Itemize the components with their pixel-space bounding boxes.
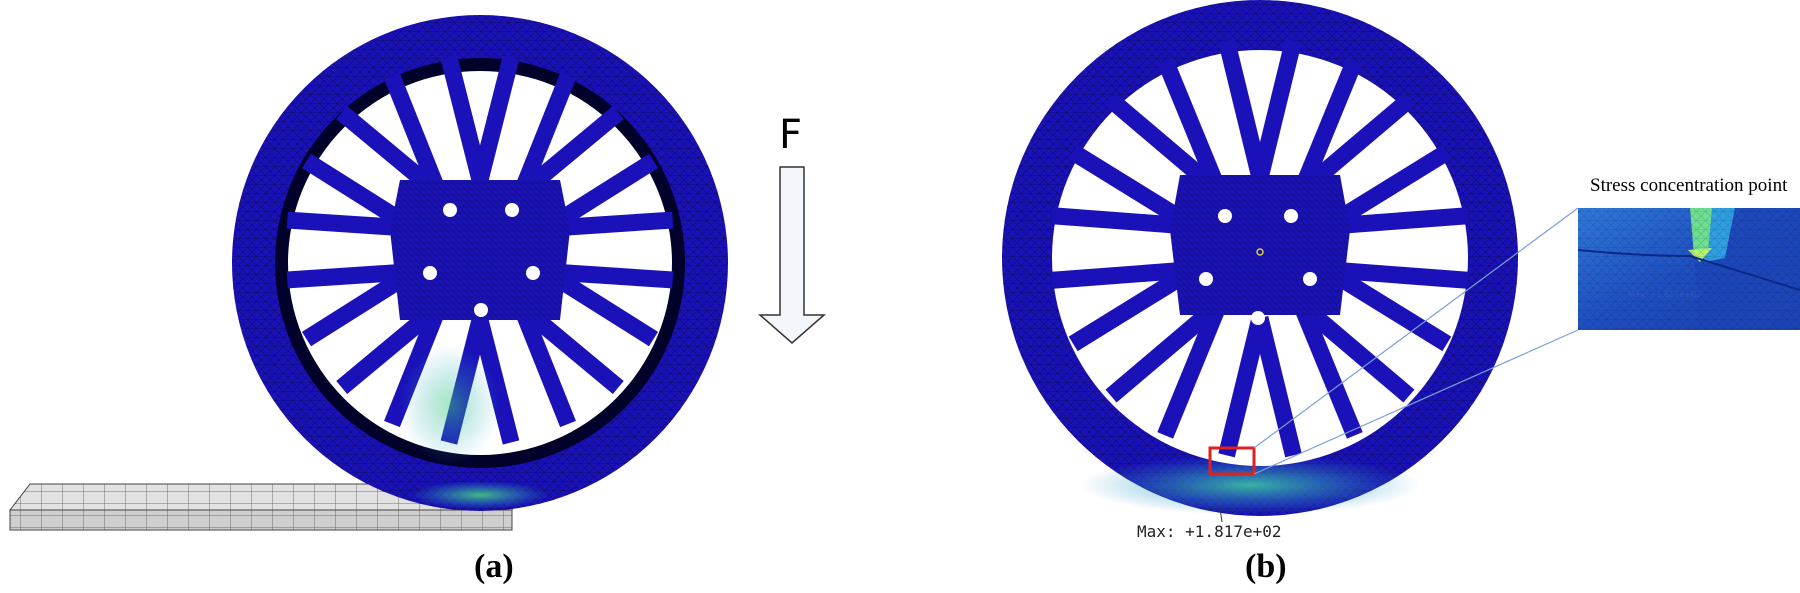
hub-a xyxy=(390,180,570,465)
inset-max-text: Max: +1.817e+02 xyxy=(1628,290,1702,299)
spoke xyxy=(336,300,445,395)
spoke xyxy=(513,72,576,197)
spoke xyxy=(471,55,520,183)
panel-b-label: (b) xyxy=(1245,548,1287,585)
spoke xyxy=(1051,261,1195,289)
max-pointer xyxy=(1219,507,1223,523)
spoke xyxy=(1322,262,1452,352)
spoke xyxy=(286,263,414,289)
spoke xyxy=(513,303,576,428)
down-arrow-icon xyxy=(758,166,826,344)
spoke xyxy=(1325,261,1469,289)
panel-b xyxy=(1002,0,1800,523)
spoke xyxy=(336,105,445,200)
spoke xyxy=(440,55,489,183)
spoke xyxy=(1051,207,1195,235)
spoke xyxy=(1293,57,1363,195)
spoke xyxy=(301,264,418,347)
spoke xyxy=(542,264,659,347)
spoke xyxy=(515,300,624,395)
max-stress-readout: Max: +1.817e+02 xyxy=(1137,522,1282,541)
stress-inset xyxy=(1577,208,1800,330)
panel-a xyxy=(8,15,826,531)
spoke xyxy=(1251,38,1302,181)
spoke xyxy=(1218,38,1269,181)
spoke xyxy=(1105,298,1225,403)
spoke xyxy=(1325,207,1469,235)
red-rectangle-icon xyxy=(1208,446,1256,476)
spoke xyxy=(1251,315,1302,458)
spoke xyxy=(1293,301,1363,439)
force-label: F xyxy=(779,112,803,158)
callout-title: Stress concentration point xyxy=(1590,175,1788,196)
spoke xyxy=(1157,57,1227,195)
spoke xyxy=(1295,298,1415,403)
spoke xyxy=(1218,315,1269,458)
callout-leader-lines xyxy=(1253,207,1579,475)
spoke xyxy=(384,72,447,197)
hub-b xyxy=(1170,175,1350,325)
spoke xyxy=(515,105,624,200)
panel-a-label: (a) xyxy=(474,548,514,585)
spoke xyxy=(1068,262,1198,352)
spoke xyxy=(546,263,674,289)
spoke xyxy=(1157,301,1227,439)
